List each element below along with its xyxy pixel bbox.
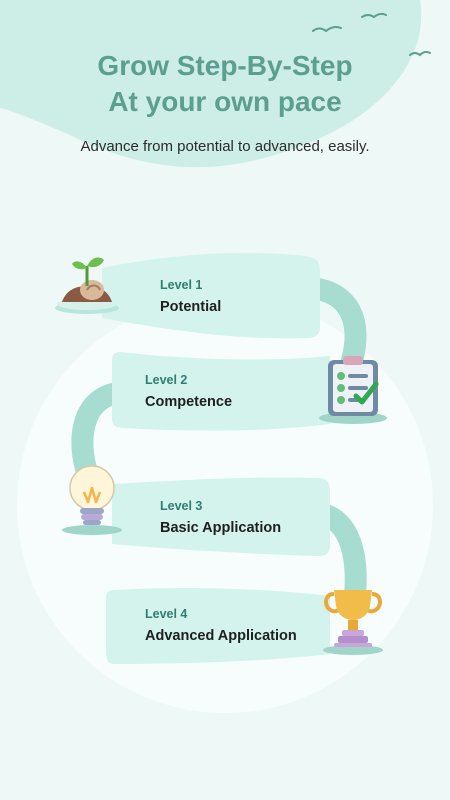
trophy-icon — [323, 590, 383, 655]
band-level-3 — [112, 477, 330, 556]
level-4-text: Level 4 Advanced Application — [145, 607, 297, 644]
birds-icon — [312, 12, 431, 57]
level-2-text: Level 2 Competence — [145, 373, 232, 410]
band-level-2 — [112, 352, 330, 431]
level-2-number: Level 2 — [145, 373, 188, 387]
level-3-number: Level 3 — [160, 499, 203, 513]
page-subtitle: Advance from potential to advanced, easi… — [80, 138, 370, 155]
seedling-icon — [55, 257, 119, 314]
lightbulb-icon — [62, 465, 122, 535]
level-1-number: Level 1 — [160, 278, 203, 292]
level-1-name: Potential — [160, 299, 222, 315]
path-connector-1 — [297, 277, 367, 371]
level-3-text: Level 3 Basic Application — [160, 499, 281, 536]
page-title: Grow Step-By-Step At your own pace — [0, 48, 450, 120]
checklist-icon — [319, 356, 387, 424]
top-blob — [0, 0, 422, 168]
title-line-1: Grow Step-By-Step — [97, 50, 353, 81]
level-3-name: Basic Application — [160, 520, 282, 536]
level-1-text: Level 1 Potential — [160, 278, 221, 315]
level-4-number: Level 4 — [145, 607, 188, 621]
band-level-1 — [102, 252, 320, 339]
level-4-name: Advanced Application — [145, 628, 297, 644]
level-2-name: Competence — [145, 394, 233, 410]
title-line-2: At your own pace — [108, 86, 342, 117]
band-level-4 — [106, 588, 330, 664]
path-connector-2 — [71, 382, 129, 486]
